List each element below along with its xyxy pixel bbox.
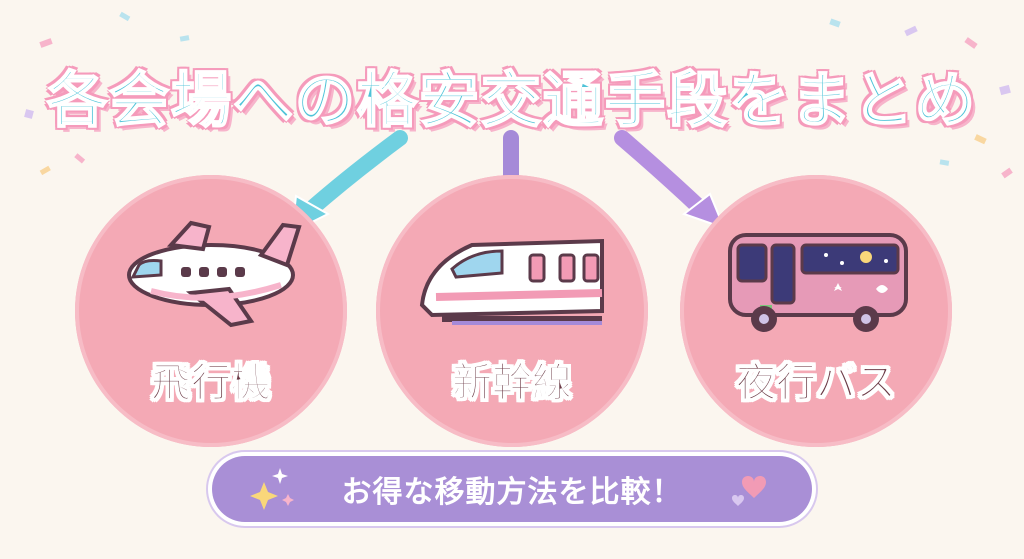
compare-banner: お得な移動方法を比較！ [212, 456, 812, 522]
hearts-icon [732, 476, 766, 506]
airplane-icon [127, 220, 302, 328]
bullet-train-icon [419, 238, 604, 325]
sparkle-icon [250, 468, 294, 510]
option-airplane: 飛行機 [75, 175, 347, 447]
arrow-to-airplane [302, 130, 408, 218]
option-shinkansen: 新幹線 [376, 175, 648, 447]
option-label-airplane: 飛行機 [151, 360, 272, 407]
arrow-to-bus [614, 130, 708, 216]
compare-banner-text: お得な移動方法を比較！ [341, 475, 683, 510]
night-bus-icon [728, 233, 908, 332]
option-label-night-bus: 夜行バス [736, 360, 897, 407]
page-title: 各会場への格安交通手段をまとめ [46, 65, 977, 137]
option-night-bus: 夜行バス [680, 175, 952, 447]
option-label-shinkansen: 新幹線 [452, 360, 573, 407]
